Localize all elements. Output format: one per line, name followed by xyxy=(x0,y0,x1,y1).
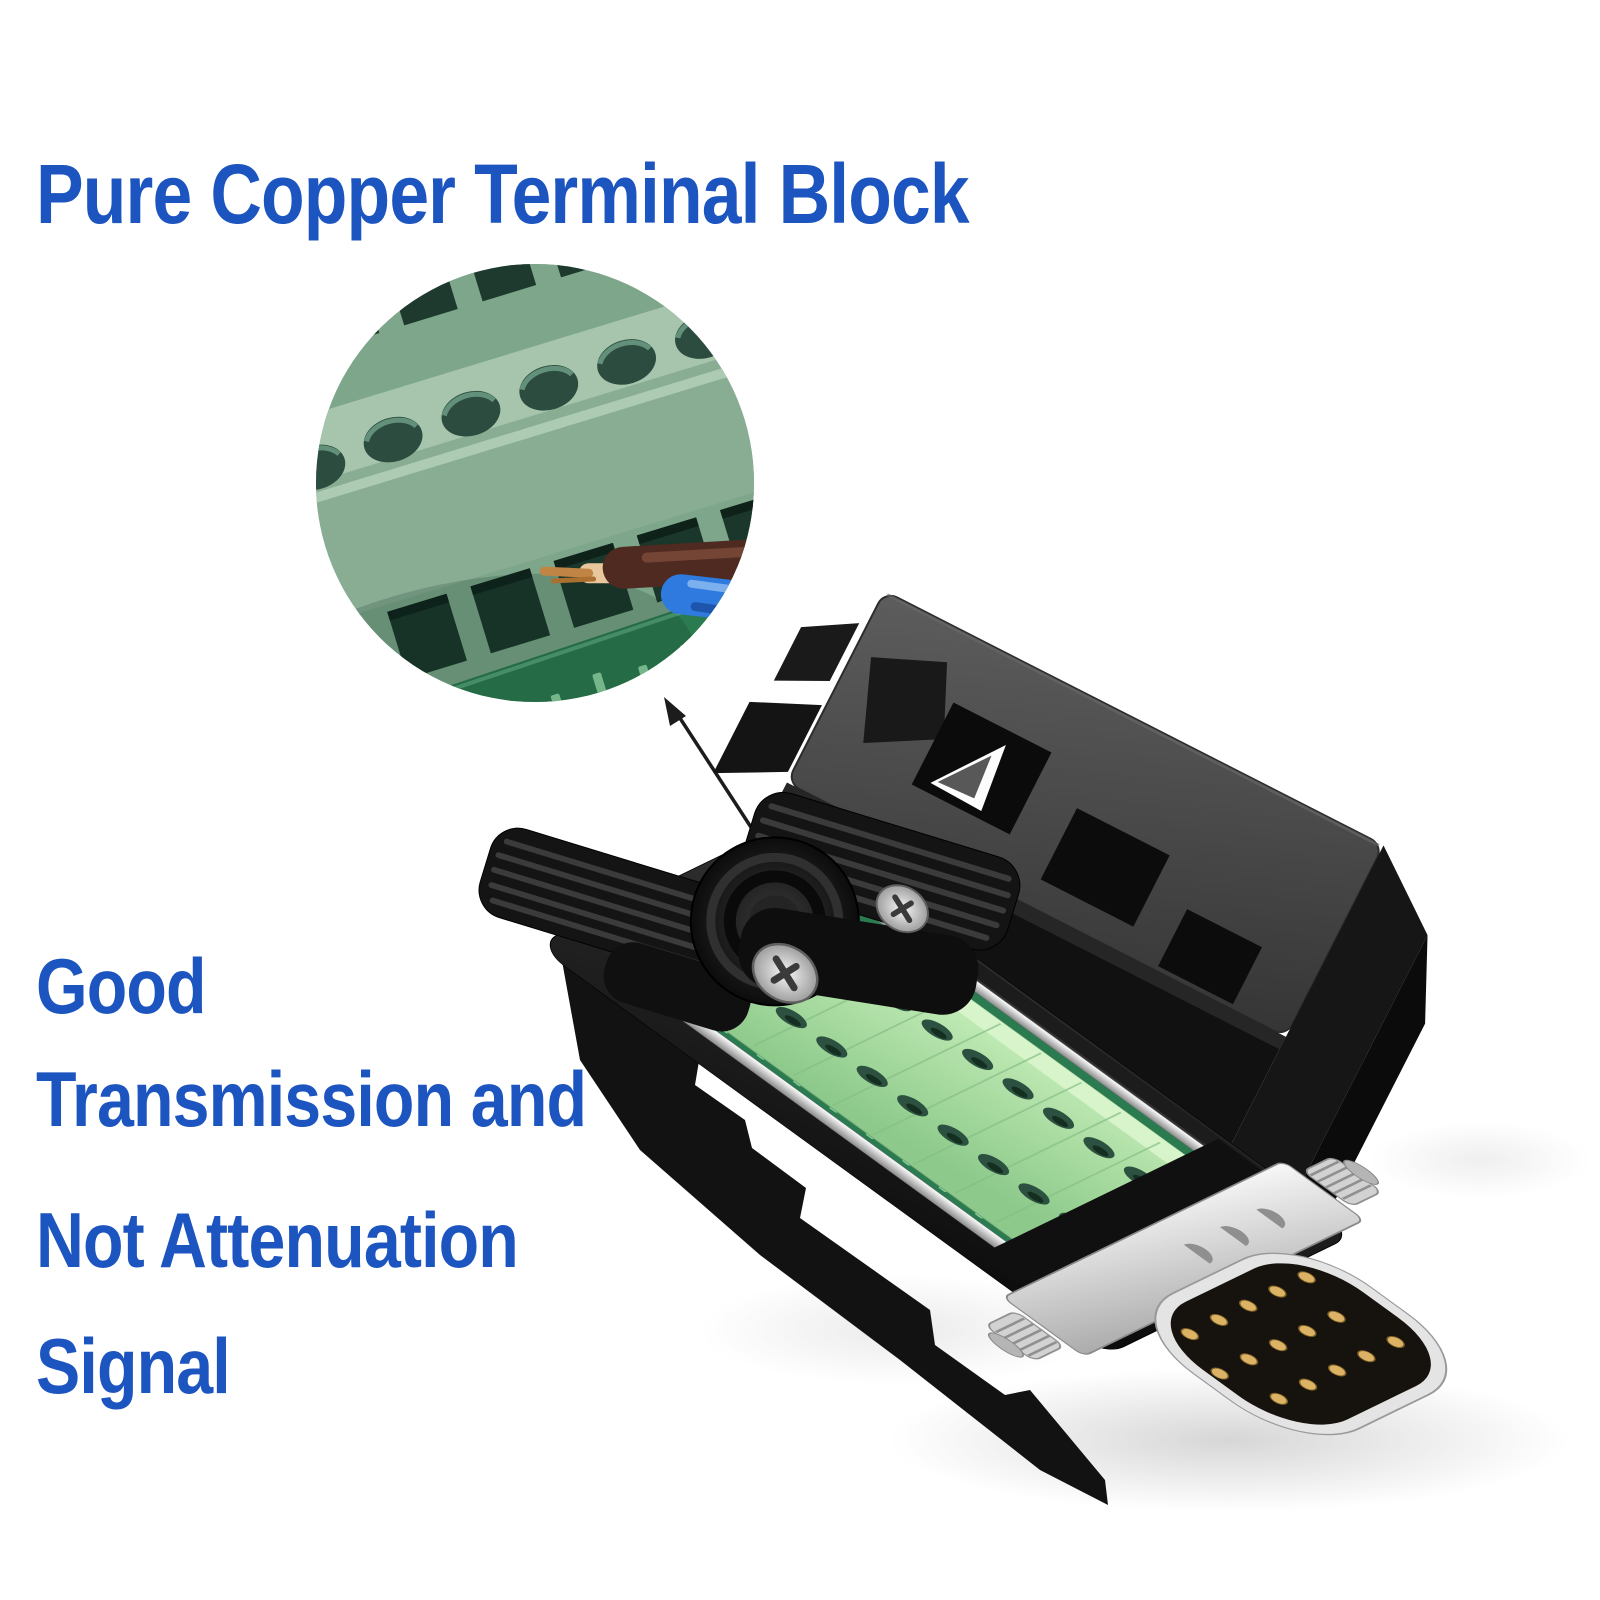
feature-line-4: Signal xyxy=(36,1322,231,1410)
housing-side xyxy=(560,950,1108,1505)
wire-brown xyxy=(602,534,754,589)
vga-shroud xyxy=(1154,1252,1448,1436)
lid-cutout xyxy=(911,702,1052,835)
callout-arrow xyxy=(664,697,760,839)
lid-hinge-tab xyxy=(773,623,860,682)
terminal-strip-lower xyxy=(316,466,754,702)
terminal-front-face xyxy=(316,344,754,639)
headline: Pure Copper Terminal Block xyxy=(36,147,970,241)
clamp-lower-stub xyxy=(603,942,752,1032)
cable-clamp-assembly xyxy=(449,611,1058,1032)
feature-line-2: Transmission and xyxy=(36,1055,587,1143)
feature-line-3: Not Attenuation xyxy=(36,1196,519,1284)
lid-hinge-tab xyxy=(713,701,822,774)
lid-cutout xyxy=(1040,808,1170,927)
vga-collar xyxy=(978,1138,1267,1291)
feature-line-1: Good xyxy=(36,942,207,1030)
lid-cutout xyxy=(1158,909,1262,1005)
